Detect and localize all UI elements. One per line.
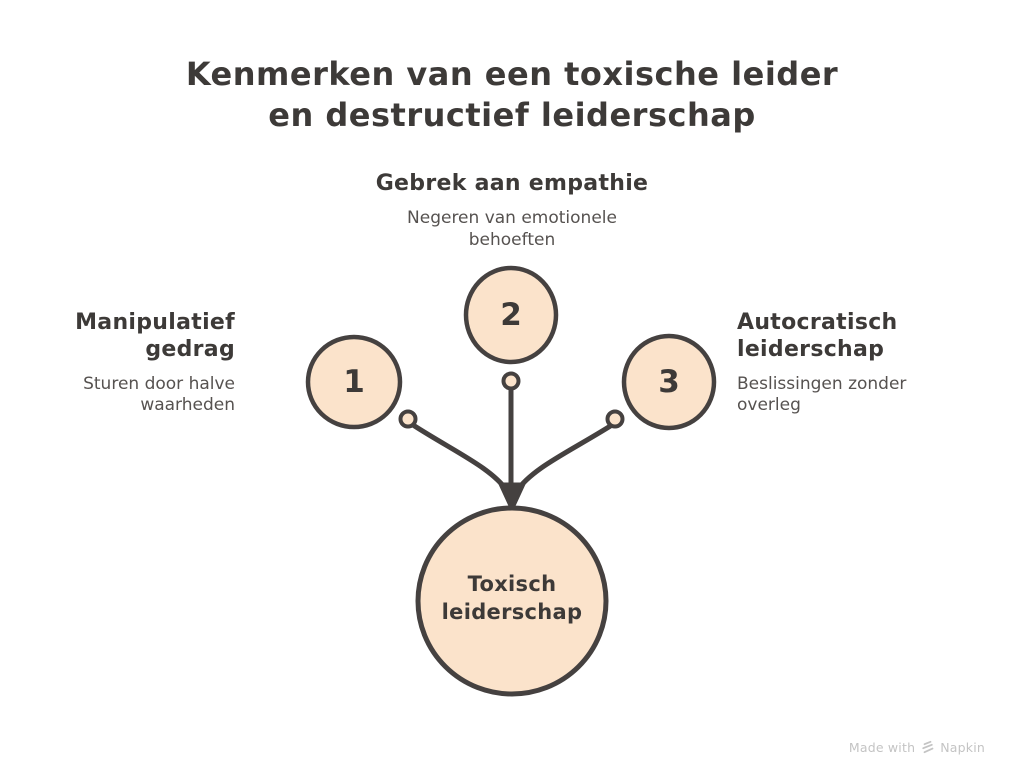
center-node-label: Toxisch leiderschap — [441, 572, 583, 625]
page-title-line1: Kenmerken van een toxische leider — [185, 55, 839, 93]
item-3-heading: Autocratisch leiderschap — [737, 310, 898, 362]
watermark-brand: Napkin — [940, 740, 985, 755]
connector-right — [513, 422, 615, 495]
node-circle-1 — [305, 334, 403, 430]
page-title-line2: en destructief leiderschap — [268, 95, 756, 134]
connector-left — [410, 422, 511, 495]
node-number-1: 1 — [343, 364, 365, 400]
node-number-2: 2 — [500, 297, 522, 333]
item-1-heading: Manipulatief gedrag — [75, 310, 235, 362]
item-1-description: Sturen door halve waarheden — [83, 373, 235, 416]
arrowhead-icon — [498, 482, 526, 512]
node-number-3: 3 — [658, 364, 680, 400]
watermark: Made with Napkin — [849, 740, 985, 755]
item-2-heading: Gebrek aan empathie — [375, 171, 649, 196]
connector-dot-right — [605, 409, 625, 429]
page-title: Kenmerken van een toxische leider en des… — [0, 54, 1024, 136]
item-3-description: Beslissingen zonder overleg — [737, 373, 907, 416]
napkin-logo-icon — [922, 740, 934, 754]
item-2-description: Negeren van emotionele behoeften — [407, 207, 617, 250]
node-circle-3 — [621, 333, 717, 431]
node-circle-2 — [463, 265, 559, 365]
label-gebrek-aan-empathie: Gebrek aan empathie Negeren van emotione… — [376, 171, 649, 251]
connector-dot-left — [398, 409, 418, 429]
label-autocratisch-leiderschap: Autocratisch leiderschap Beslissingen zo… — [737, 310, 955, 417]
watermark-prefix: Made with — [848, 740, 916, 755]
node-circle-center — [415, 505, 609, 697]
label-manipulatief-gedrag: Manipulatief gedrag Sturen door halve wa… — [17, 310, 235, 417]
connector-dot-top — [501, 371, 521, 391]
